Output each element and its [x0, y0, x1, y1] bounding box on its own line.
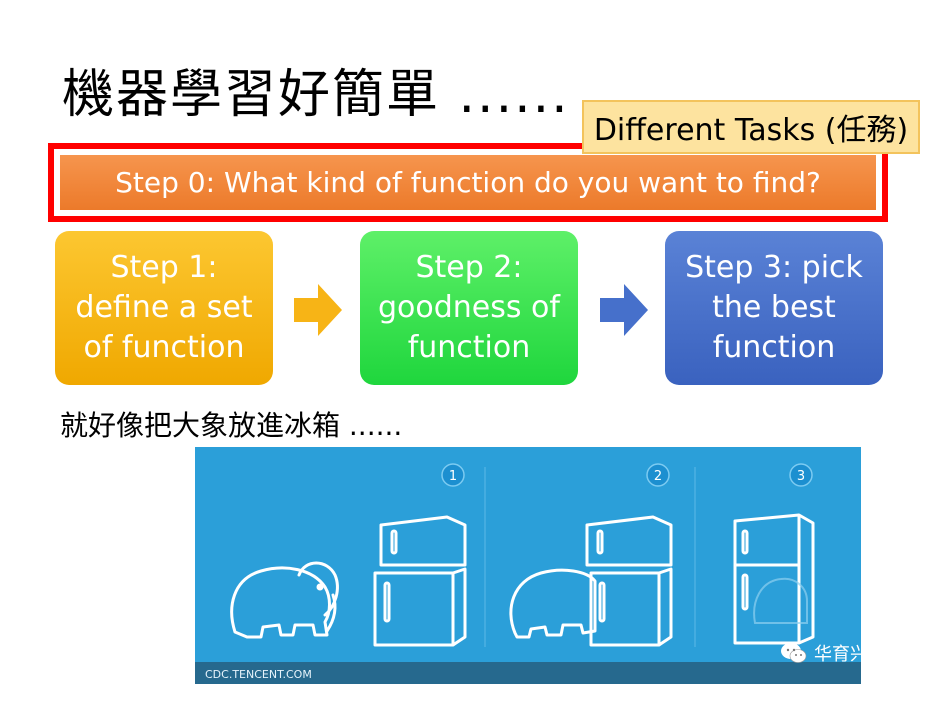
slide-title: 機器學習好簡單 ...... — [62, 65, 570, 125]
watermark-text: 华育兴业 — [814, 644, 886, 665]
image-credit: CDC.TENCENT.COM — [205, 668, 312, 681]
elephant-icon — [753, 577, 808, 624]
step3-box: Step 3: pick the best function — [665, 231, 883, 385]
panel-number-badge: 2 — [646, 463, 670, 487]
elephant-fridge-illustration: 1 2 3 — [195, 447, 861, 684]
panel-number-3: 3 — [797, 469, 805, 484]
step1-box: Step 1: define a set of function — [55, 231, 273, 385]
illustration-drawing: 1 2 3 — [230, 463, 815, 647]
arrow-right-icon — [600, 284, 648, 336]
arrow-right-icon — [294, 284, 342, 336]
elephant-icon — [230, 561, 339, 639]
fridge-icon — [373, 515, 467, 647]
panel-number-1: 1 — [449, 469, 457, 484]
step2-box: Step 2: goodness of function — [360, 231, 578, 385]
step3-label: Step 3: pick the best function — [685, 250, 863, 365]
step2-label: Step 2: goodness of function — [378, 250, 560, 365]
wechat-icon — [781, 643, 807, 663]
credit-bar — [195, 662, 861, 684]
watermark: 华育兴业 — [780, 640, 886, 666]
step1-label: Step 1: define a set of function — [75, 250, 253, 365]
step0-highlight-frame: Step 0: What kind of function do you wan… — [48, 143, 888, 222]
panel-number-badge: 3 — [789, 463, 813, 487]
elephant-icon — [509, 568, 597, 639]
step0-box: Step 0: What kind of function do you wan… — [60, 155, 876, 210]
panel-number-2: 2 — [654, 469, 662, 484]
fridge-icon — [585, 515, 673, 647]
different-tasks-label: Different Tasks (任務) — [582, 100, 920, 154]
fridge-icon — [733, 513, 815, 645]
panel-number-badge: 1 — [441, 463, 465, 487]
analogy-subtitle: 就好像把大象放進冰箱 ...... — [60, 409, 403, 442]
